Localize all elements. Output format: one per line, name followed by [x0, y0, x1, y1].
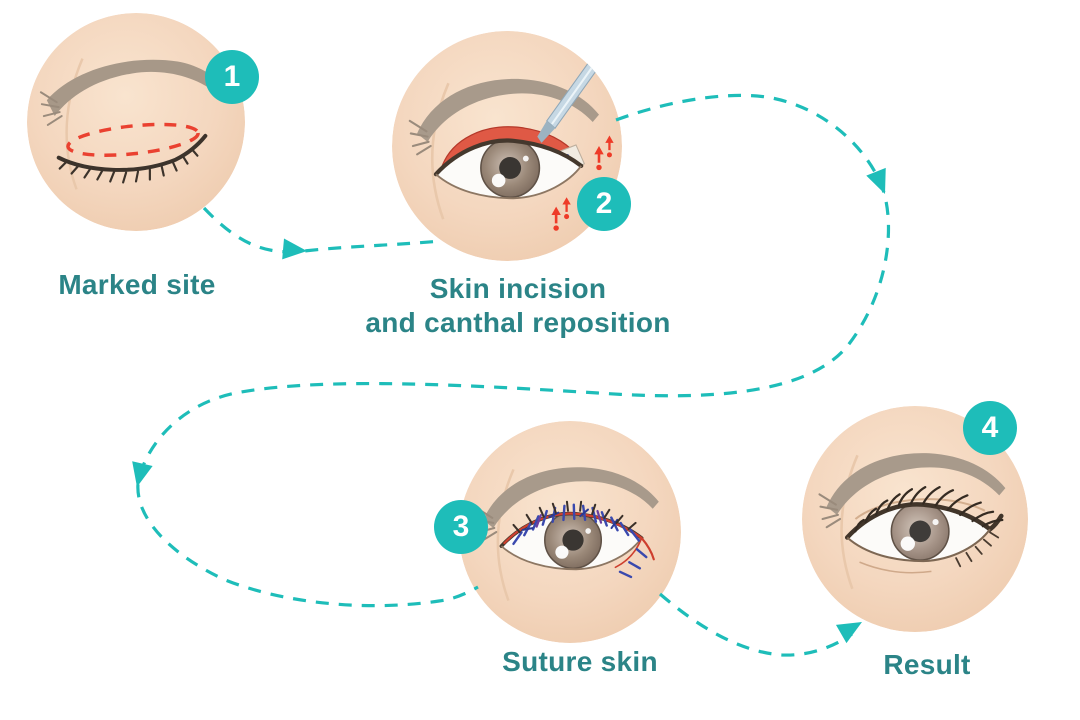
step1-label: Marked site — [58, 269, 216, 300]
step2-label-line1: Skin incision — [429, 273, 607, 304]
step2-illustration — [392, 31, 622, 261]
closed-eye-marked-site-graphic — [27, 13, 245, 231]
step2-badge: 2 — [577, 177, 631, 231]
step1-badge: 1 — [205, 50, 259, 104]
arrowhead-icon — [866, 167, 886, 194]
step4-badge: 4 — [963, 401, 1017, 455]
lower-lashes — [955, 531, 1000, 568]
step3-badge: 3 — [434, 500, 488, 554]
step3-illustration — [459, 421, 681, 643]
step4-label: Result — [883, 649, 971, 680]
step3-label: Suture skin — [502, 646, 658, 677]
step2-label-line2: and canthal reposition — [365, 307, 671, 338]
step2-label: Skin incision and canthal reposition — [343, 272, 693, 340]
skin-circle — [27, 13, 245, 231]
step1-illustration — [27, 13, 245, 231]
sutured-eye-graphic — [459, 421, 681, 643]
eyebrow — [39, 59, 222, 126]
arrowhead-icon — [282, 238, 307, 260]
incision-canthal-reposition-graphic — [392, 31, 622, 261]
nose-crease — [65, 58, 84, 190]
flow-path-step1-to-step2 — [202, 206, 442, 254]
arrowhead-icon — [132, 461, 153, 487]
